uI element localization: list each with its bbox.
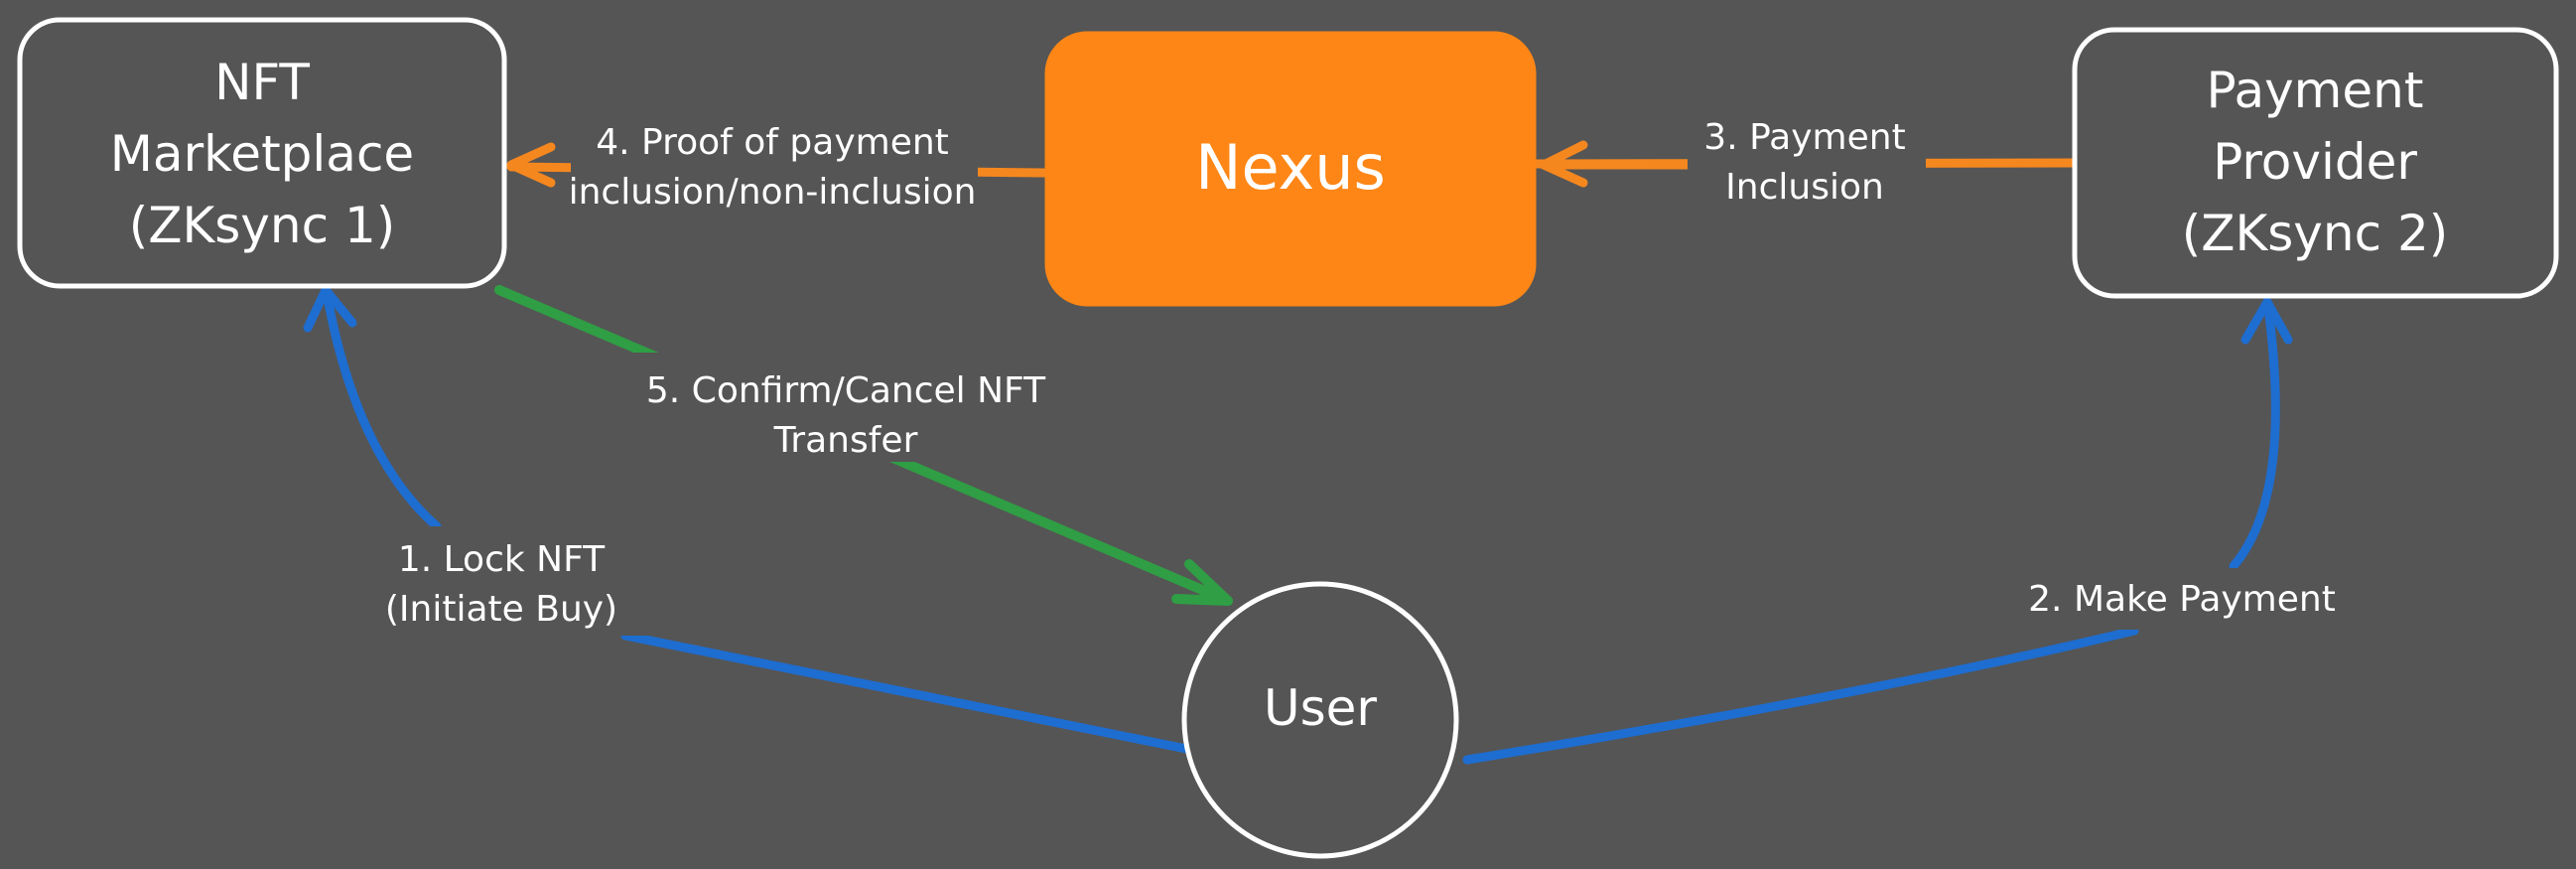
edge-label-line: 4. Proof of payment [596, 122, 949, 163]
arrowhead-icon [1539, 140, 1588, 188]
edge-label-lock-nft: 1. Lock NFT (Initiate Buy) [347, 526, 655, 636]
node-label-line: User [1264, 679, 1377, 737]
edge-label-line: Inclusion [1725, 167, 1884, 208]
node-label-line: Marketplace [110, 125, 414, 183]
arrowhead-icon [506, 142, 556, 188]
node-payment-provider: Payment Provider (ZKsync 2) [2072, 27, 2559, 299]
edge-label-make-payment: 2. Make Payment [2005, 568, 2363, 630]
node-label-line: Payment [2207, 62, 2424, 119]
node-nexus: Nexus [1044, 31, 1537, 307]
edge-label-line: 5. Confirm/Cancel NFT [646, 370, 1046, 411]
edge-label-line: inclusion/non-inclusion [569, 172, 977, 213]
arrowhead-icon [2240, 297, 2293, 345]
node-box [2072, 27, 2559, 299]
edge-label-proof-of-payment: 4. Proof of payment inclusion/non-inclus… [569, 111, 978, 220]
node-label-line: Nexus [1195, 131, 1386, 204]
node-user: User [1181, 581, 1459, 859]
edge-label-line: 3. Payment [1703, 117, 1905, 158]
node-circle [1181, 581, 1459, 859]
node-nft-marketplace: NFT Marketplace (ZKsync 1) [17, 17, 507, 289]
edge-label-line: 2. Make Payment [2028, 579, 2336, 620]
node-label-line: NFT [214, 54, 310, 111]
edge-lock-nft [303, 285, 1196, 755]
arrowhead-icon [1171, 559, 1233, 606]
node-box [1044, 31, 1537, 307]
edge-make-payment [1462, 297, 2293, 765]
node-label-line: Provider [2213, 133, 2417, 191]
edge-label-line: 1. Lock NFT [398, 539, 606, 580]
edge-label-payment-inclusion: 3. Payment Inclusion [1688, 107, 1926, 217]
node-box [17, 17, 507, 289]
edge-label-line: Transfer [773, 420, 918, 461]
edge-label-confirm-cancel: 5. Confirm/Cancel NFT Transfer [615, 353, 1072, 462]
node-label-line: (ZKsync 1) [129, 197, 396, 254]
edge-label-line: (Initiate Buy) [385, 589, 617, 630]
node-label-line: (ZKsync 2) [2182, 205, 2449, 262]
arrowhead-icon [303, 285, 357, 333]
